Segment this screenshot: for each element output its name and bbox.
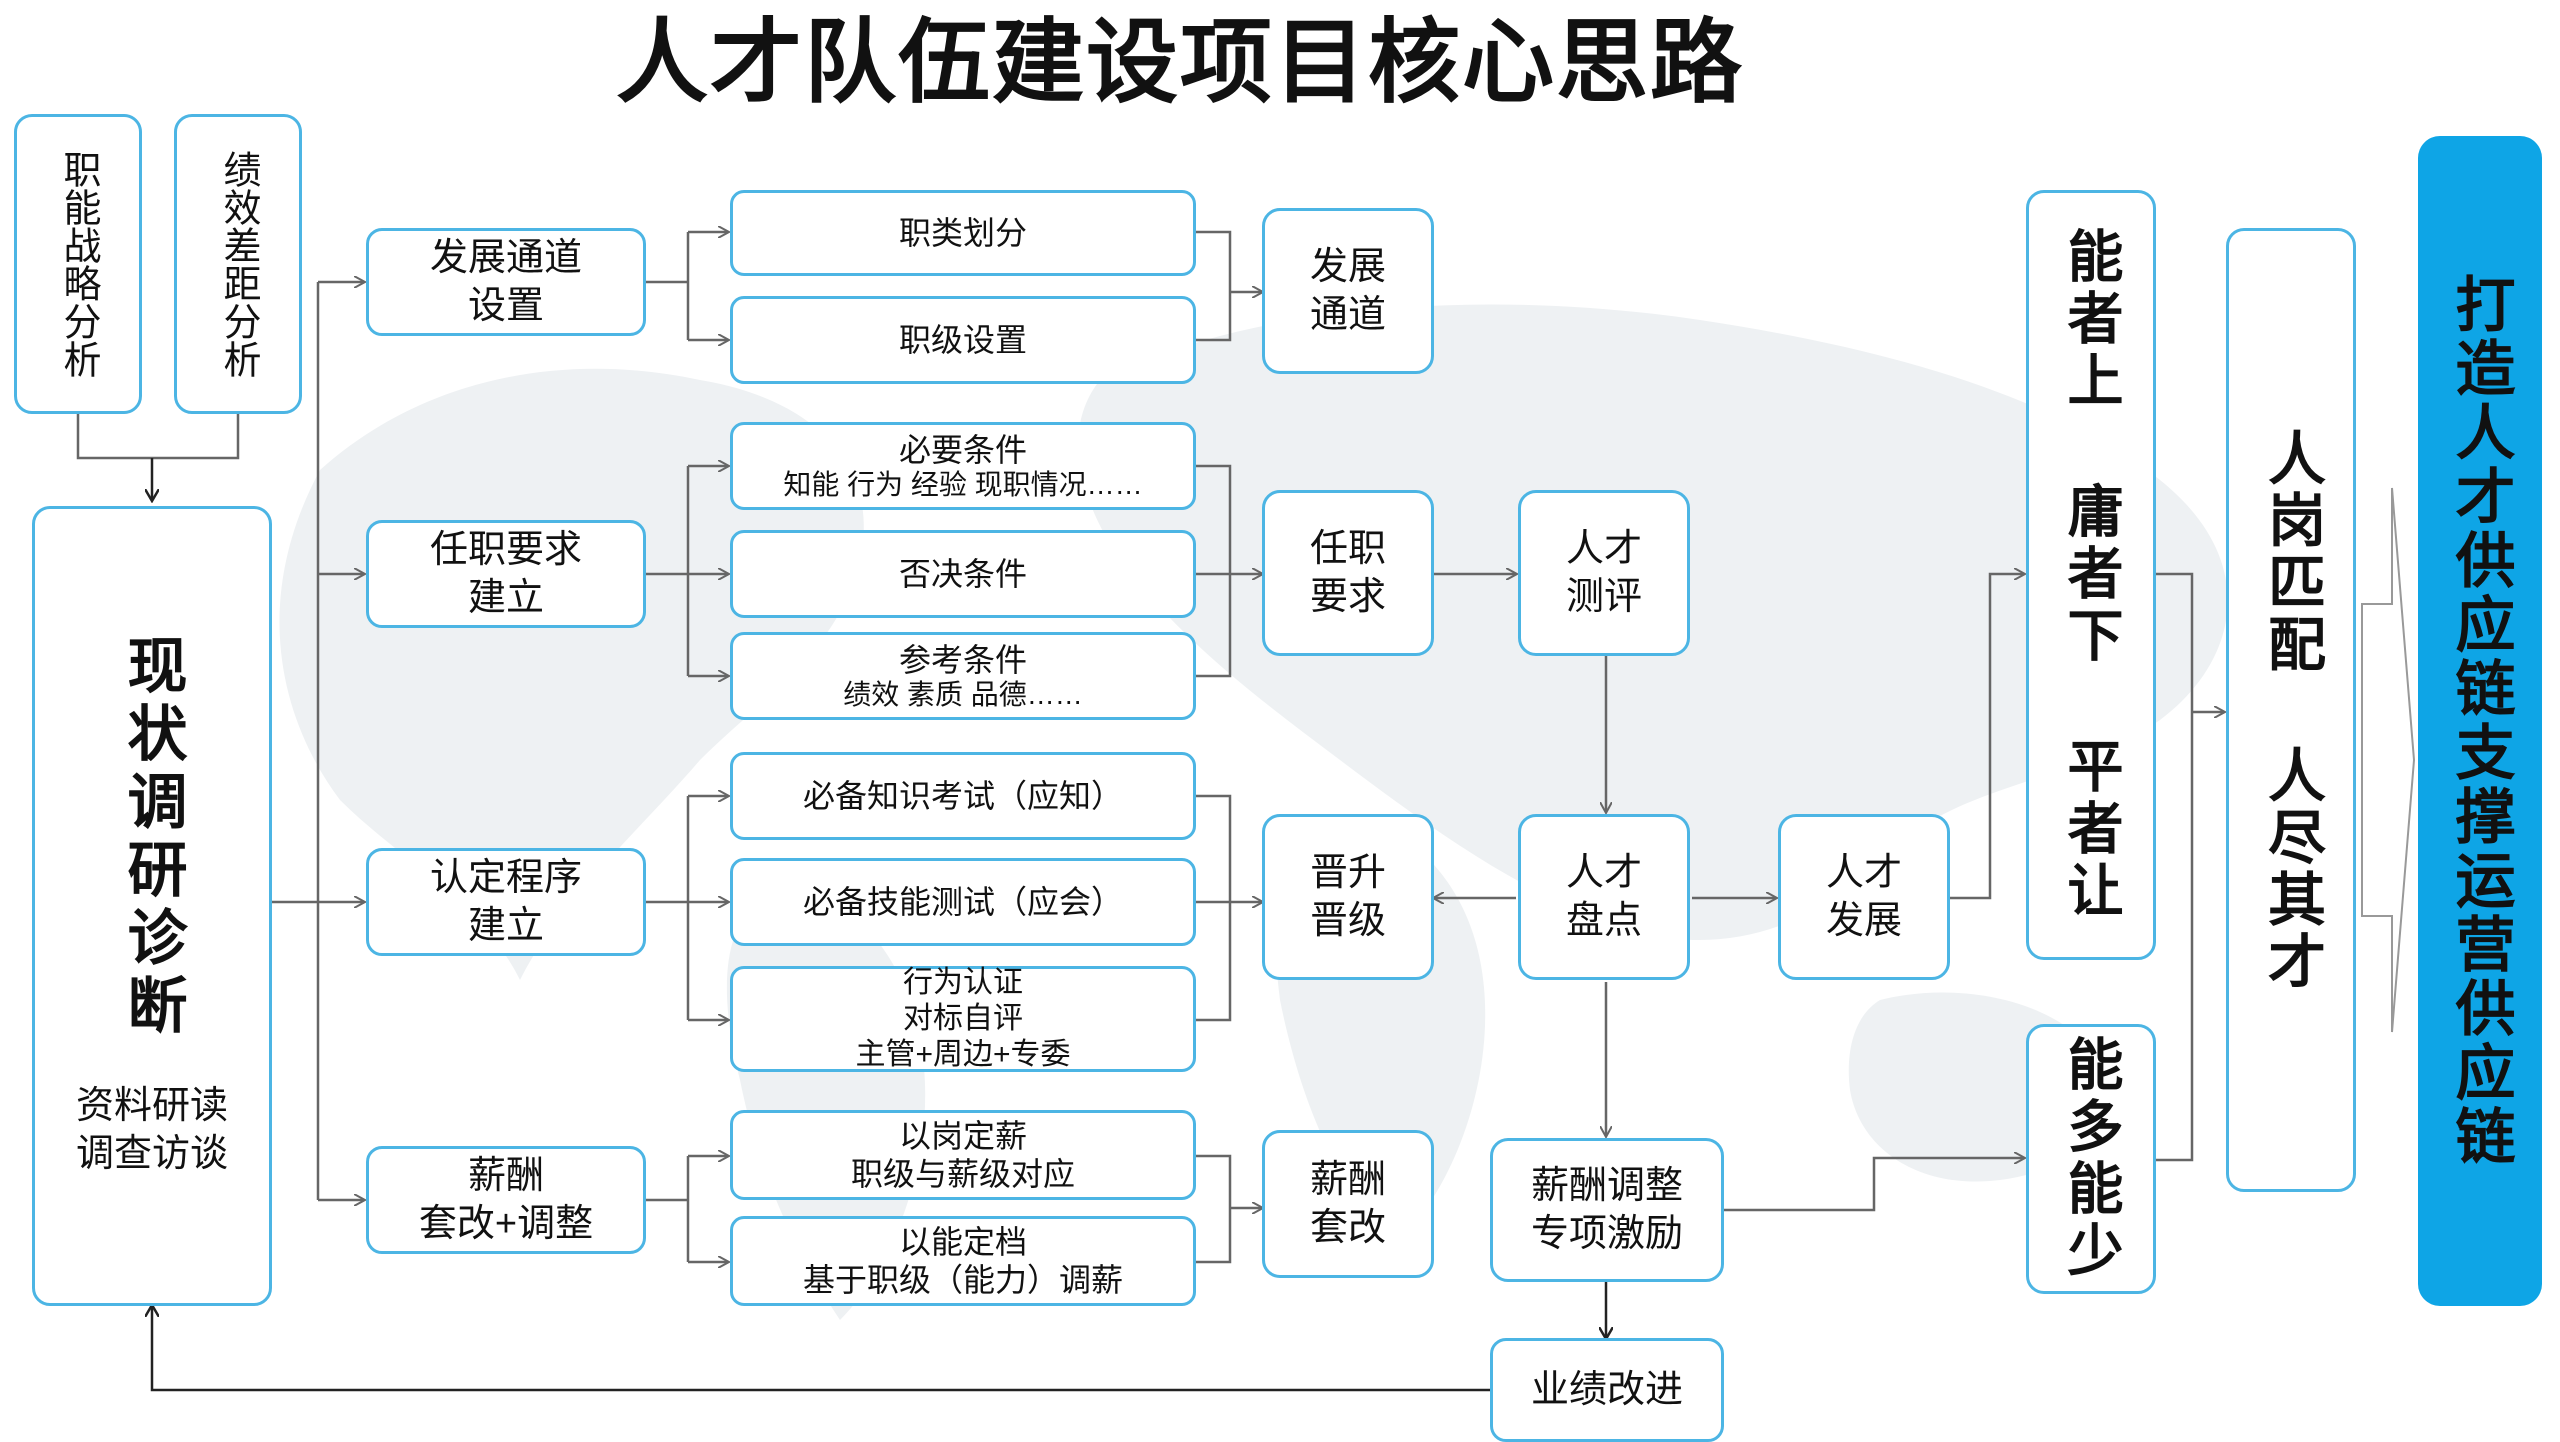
diagnosis-title: 现状调研诊断 — [119, 634, 186, 1042]
salary-adjust-line2: 专项激励 — [1530, 1213, 1683, 1255]
dev-channel-result-line2: 通道 — [1309, 294, 1386, 336]
performance-improve-label: 业绩改进 — [1530, 1369, 1683, 1411]
capable-up-label: 能者上 庸者下 平者让 — [2060, 227, 2123, 923]
behavior-cert-box: 行为认证 对标自评 主管+周边+专委 — [730, 966, 1196, 1072]
salary-setup-line2: 套改+调整 — [418, 1203, 594, 1245]
final-goal-box: 打造人才供应链支撑运营供应链 — [2418, 136, 2542, 1306]
requirement-setup-line2: 建立 — [467, 577, 544, 619]
ability-salary-box: 以能定档 基于职级（能力）调薪 — [730, 1216, 1196, 1306]
veto-condition-box: 否决条件 — [730, 530, 1196, 618]
behavior-cert-line1: 行为认证 — [903, 966, 1023, 999]
necessary-condition-title: 必要条件 — [898, 432, 1027, 468]
behavior-cert-line3: 主管+周边+专委 — [855, 1038, 1071, 1071]
talent-development-box: 人才 发展 — [1778, 814, 1950, 980]
reference-condition-sub: 绩效 素质 品德…… — [843, 679, 1083, 710]
necessary-condition-box: 必要条件 知能 行为 经验 现职情况…… — [730, 422, 1196, 510]
reference-condition-box: 参考条件 绩效 素质 品德…… — [730, 632, 1196, 720]
post-salary-line2: 职级与薪级对应 — [850, 1156, 1075, 1192]
requirement-result-line2: 要求 — [1309, 576, 1386, 618]
requirement-setup-box: 任职要求 建立 — [366, 520, 646, 628]
salary-setup-box: 薪酬 套改+调整 — [366, 1146, 646, 1254]
diagnosis-sub2: 调查访谈 — [75, 1133, 228, 1175]
salary-result-box: 薪酬 套改 — [1262, 1130, 1434, 1278]
perf-gap-box: 绩效差距分析 — [174, 114, 302, 414]
knowledge-test-box: 必备知识考试（应知） — [730, 752, 1196, 840]
talent-development-line2: 发展 — [1825, 900, 1902, 942]
page-title: 人才队伍建设项目核心思路 — [615, 12, 1744, 114]
ability-salary-line1: 以能定档 — [898, 1224, 1027, 1260]
salary-setup-line1: 薪酬 — [467, 1155, 544, 1197]
talent-inventory-line2: 盘点 — [1565, 900, 1642, 942]
procedure-setup-line2: 建立 — [467, 905, 544, 947]
post-salary-line1: 以岗定薪 — [898, 1118, 1027, 1154]
promotion-result-box: 晋升 晋级 — [1262, 814, 1434, 980]
channel-setup-line1: 发展通道 — [429, 237, 582, 279]
salary-result-line2: 套改 — [1309, 1207, 1386, 1249]
veto-condition-label: 否决条件 — [898, 556, 1027, 592]
necessary-condition-sub: 知能 行为 经验 现职情况…… — [783, 469, 1143, 500]
final-goal-label: 打造人才供应链支撑运营供应链 — [2447, 273, 2514, 1169]
channel-setup-box: 发展通道 设置 — [366, 228, 646, 336]
procedure-setup-box: 认定程序 建立 — [366, 848, 646, 956]
salary-adjust-line1: 薪酬调整 — [1530, 1165, 1683, 1207]
func-strategy-box: 职能战略分析 — [14, 114, 142, 414]
capable-more-label: 能多能少 — [2060, 1035, 2123, 1283]
capable-up-box: 能者上 庸者下 平者让 — [2026, 190, 2156, 960]
performance-improve-box: 业绩改进 — [1490, 1338, 1724, 1442]
talent-assessment-line1: 人才 — [1565, 528, 1642, 570]
job-class-box: 职类划分 — [730, 190, 1196, 276]
job-level-box: 职级设置 — [730, 296, 1196, 384]
salary-result-line1: 薪酬 — [1309, 1159, 1386, 1201]
channel-setup-line2: 设置 — [467, 285, 544, 327]
talent-development-line1: 人才 — [1825, 852, 1902, 894]
dev-channel-result-box: 发展 通道 — [1262, 208, 1434, 374]
salary-adjust-box: 薪酬调整 专项激励 — [1490, 1138, 1724, 1282]
behavior-cert-line2: 对标自评 — [903, 1002, 1023, 1035]
promotion-result-line2: 晋级 — [1309, 900, 1386, 942]
reference-condition-title: 参考条件 — [898, 642, 1027, 678]
procedure-setup-line1: 认定程序 — [429, 857, 582, 899]
diagnosis-box: 现状调研诊断 资料研读 调查访谈 — [32, 506, 272, 1306]
job-class-label: 职类划分 — [898, 215, 1027, 251]
talent-inventory-box: 人才 盘点 — [1518, 814, 1690, 980]
talent-inventory-line1: 人才 — [1565, 852, 1642, 894]
requirement-setup-line1: 任职要求 — [429, 529, 582, 571]
func-strategy-label: 职能战略分析 — [57, 150, 99, 378]
job-level-label: 职级设置 — [898, 322, 1027, 358]
skill-test-box: 必备技能测试（应会） — [730, 858, 1196, 946]
requirement-result-line1: 任职 — [1309, 528, 1386, 570]
diagnosis-sub1: 资料研读 — [75, 1085, 228, 1127]
promotion-result-line1: 晋升 — [1309, 852, 1386, 894]
perf-gap-label: 绩效差距分析 — [217, 150, 259, 378]
ability-salary-line2: 基于职级（能力）调薪 — [802, 1262, 1123, 1298]
requirement-result-box: 任职 要求 — [1262, 490, 1434, 656]
person-post-match-label: 人岗匹配 人尽其才 — [2259, 427, 2324, 993]
knowledge-test-label: 必备知识考试（应知） — [802, 778, 1123, 814]
post-salary-box: 以岗定薪 职级与薪级对应 — [730, 1110, 1196, 1200]
capable-more-box: 能多能少 — [2026, 1024, 2156, 1294]
skill-test-label: 必备技能测试（应会） — [802, 884, 1123, 920]
person-post-match-box: 人岗匹配 人尽其才 — [2226, 228, 2356, 1192]
talent-assessment-box: 人才 测评 — [1518, 490, 1690, 656]
talent-assessment-line2: 测评 — [1565, 576, 1642, 618]
dev-channel-result-line1: 发展 — [1309, 246, 1386, 288]
